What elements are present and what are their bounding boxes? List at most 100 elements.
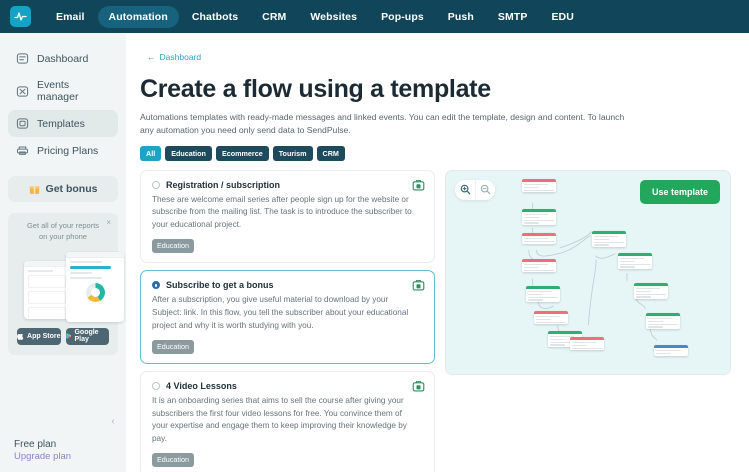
flow-preview-panel: Use template <box>445 169 731 375</box>
template-title: Subscribe to get a bonus <box>166 280 274 291</box>
template-card-registration-subscription[interactable]: Registration / subscription These are we… <box>140 169 435 264</box>
promo-phone-mockups <box>18 249 124 322</box>
nav-item-push[interactable]: Push <box>447 10 474 23</box>
gift-icon <box>28 184 40 195</box>
nav-item-email[interactable]: Email <box>56 10 85 23</box>
breadcrumb-label: Dashboard <box>159 52 202 62</box>
plan-info: Free plan Upgrade plan <box>0 439 126 472</box>
app-store-button[interactable]: App Store <box>17 327 61 345</box>
nav-item-automation[interactable]: Automation <box>97 5 179 28</box>
category-filters: All Education Ecommerce Tourism CRM <box>140 145 731 161</box>
filter-chip-education[interactable]: Education <box>165 145 212 161</box>
breadcrumb[interactable]: ← Dashboard <box>140 50 209 64</box>
flow-node-condition-3[interactable] <box>570 336 604 351</box>
template-description: It is an onboarding series that aims to … <box>152 396 407 444</box>
flow-node-email-5[interactable] <box>618 252 652 270</box>
phone-mockup-left <box>24 260 70 319</box>
flow-node-trigger-1[interactable] <box>522 178 556 193</box>
flow-connectors <box>528 202 658 341</box>
page-description: Automations templates with ready-made me… <box>140 112 625 135</box>
zoom-out-icon[interactable] <box>475 179 495 200</box>
flow-node-condition-1[interactable] <box>522 258 556 273</box>
sidebar-item-dashboard[interactable]: Dashboard <box>8 45 118 72</box>
nav-item-crm[interactable]: CRM <box>262 10 287 23</box>
template-radio-selected[interactable] <box>152 281 160 290</box>
dashboard-icon <box>16 52 29 65</box>
filter-chip-ecommerce[interactable]: Ecommerce <box>215 145 269 161</box>
promo-title-line2: on your phone <box>39 231 87 241</box>
flow-node-email-1[interactable] <box>522 208 556 226</box>
google-play-label: Google Play <box>74 329 99 344</box>
template-radio[interactable] <box>152 180 160 189</box>
sidebar-item-label: Dashboard <box>37 52 89 65</box>
template-tag: Education <box>152 339 194 354</box>
store-badges: App Store Google Play <box>14 327 112 347</box>
zoom-in-icon[interactable] <box>455 180 475 200</box>
template-radio[interactable] <box>152 382 160 390</box>
template-card-header: Registration / subscription <box>152 180 424 190</box>
nav-item-chatbots[interactable]: Chatbots <box>191 10 239 23</box>
sidebar-item-events-manager[interactable]: Events manager <box>8 72 118 110</box>
app-store-label: App Store <box>27 332 61 340</box>
google-play-button[interactable]: Google Play <box>65 327 109 345</box>
sidebar-collapse-icon[interactable]: ‹ <box>111 415 115 427</box>
sidebar-item-templates[interactable]: Templates <box>8 110 118 137</box>
back-arrow-icon: ← <box>147 52 156 62</box>
nav-item-popups[interactable]: Pop-ups <box>381 10 424 23</box>
sendpulse-logo[interactable] <box>10 6 31 27</box>
template-list: Registration / subscription These are we… <box>140 169 435 472</box>
nav-item-websites[interactable]: Websites <box>310 10 358 23</box>
filter-chip-tourism[interactable]: Tourism <box>272 145 313 161</box>
flow-node-email-6[interactable] <box>634 282 668 300</box>
use-template-button[interactable]: Use template <box>639 179 720 204</box>
nav-item-edu[interactable]: EDU <box>551 10 574 23</box>
flow-node-email-4[interactable] <box>592 230 626 248</box>
template-description: These are welcome email series after peo… <box>152 194 412 230</box>
content-columns: Registration / subscription These are we… <box>140 169 731 472</box>
zoom-controls <box>455 179 495 200</box>
filter-chip-all[interactable]: All <box>140 145 162 161</box>
nav-item-smtp[interactable]: SMTP <box>497 10 528 23</box>
close-icon[interactable]: × <box>106 218 111 227</box>
preview-icon[interactable] <box>412 179 425 192</box>
top-navigation: Email Automation Chatbots CRM Websites P… <box>0 0 749 33</box>
template-description: After a subscription, you give useful ma… <box>152 295 409 330</box>
template-card-subscribe-to-get-a-bonus[interactable]: Subscribe to get a bonus After a subscri… <box>140 270 435 364</box>
events-icon <box>16 85 29 98</box>
flow-node-filter-1[interactable] <box>522 232 556 244</box>
upgrade-plan-link[interactable]: Upgrade plan <box>14 451 72 462</box>
sidebar-item-pricing-plans[interactable]: Pricing Plans <box>8 137 118 164</box>
template-tag: Education <box>152 452 194 467</box>
preview-icon[interactable] <box>412 380 425 393</box>
template-card-header: 4 Video Lessons <box>152 381 424 391</box>
preview-icon[interactable] <box>412 279 425 292</box>
sidebar-item-label: Pricing Plans <box>37 144 99 157</box>
donut-chart <box>85 282 105 302</box>
template-card-header: Subscribe to get a bonus <box>152 280 424 290</box>
template-card-4-video-lessons[interactable]: 4 Video Lessons It is an onboarding seri… <box>140 371 435 472</box>
template-title: 4 Video Lessons <box>166 381 237 391</box>
filter-chip-crm[interactable]: CRM <box>316 145 345 161</box>
promo-title-line1: Get all of your reports <box>26 221 100 230</box>
flow-node-email-7[interactable] <box>646 312 680 330</box>
flow-node-email-2[interactable] <box>526 285 560 303</box>
flow-node-condition-2[interactable] <box>534 310 568 325</box>
phone-mockup-right <box>66 251 124 322</box>
get-bonus-button[interactable]: Get bonus <box>8 176 118 202</box>
body-layout: Dashboard Events manager Templates Prici… <box>0 33 749 472</box>
page-title: Create a flow using a template <box>140 75 491 103</box>
google-play-icon <box>65 333 72 340</box>
free-plan-label: Free plan <box>14 439 57 450</box>
templates-icon <box>16 117 29 130</box>
mobile-app-promo: × Get all of your reports on your phone <box>8 213 124 355</box>
main-content: ← Dashboard Create a flow using a templa… <box>126 33 749 472</box>
sidebar: Dashboard Events manager Templates Prici… <box>0 33 126 472</box>
pricing-icon <box>16 144 29 157</box>
sidebar-item-label: Templates <box>37 117 85 130</box>
template-tag: Education <box>152 238 194 253</box>
sidebar-item-label: Events manager <box>37 79 79 103</box>
template-title: Registration / subscription <box>166 179 281 190</box>
get-bonus-label: Get bonus <box>45 183 98 195</box>
flow-node-end[interactable] <box>654 344 688 356</box>
